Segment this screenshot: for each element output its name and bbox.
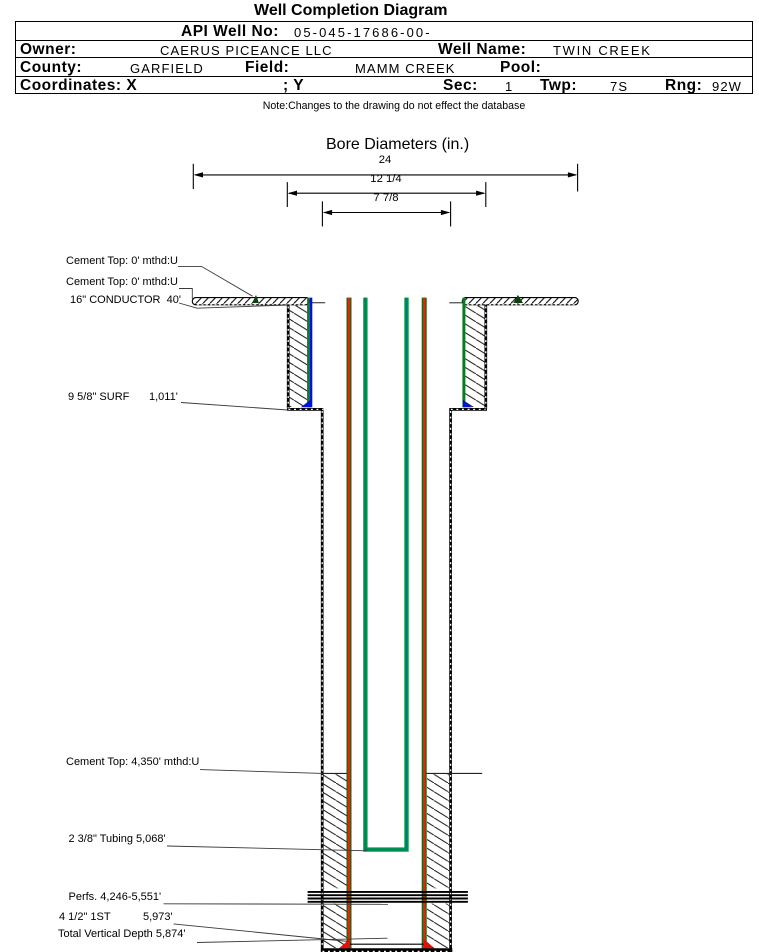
twp-value: 7S (610, 79, 629, 94)
owner-label: Owner: (20, 41, 77, 58)
dim-label-24: 24 (378, 154, 392, 166)
label-tubing: 2 3/8" Tubing 5,068' (68, 832, 166, 845)
table-row-county: County: GARFIELD Field: MAMM CREEK Pool: (16, 58, 752, 77)
dimension-12-1-4 (286, 182, 487, 207)
page-title: Well Completion Diagram (254, 2, 448, 19)
dimension-7-7-8 (321, 201, 452, 227)
surface-shoe-left (300, 399, 312, 408)
field-label: Field: (245, 58, 290, 76)
label-conductor: 16" CONDUCTOR 40' (70, 294, 181, 307)
surface-casing-lines (307, 297, 466, 408)
well-name-label: Well Name: (438, 41, 527, 58)
production-cement-left-upper (323, 773, 347, 889)
table-row-owner: Owner: CAERUS PICEANCE LLC Well Name: TW… (16, 41, 752, 58)
county-label: County: (20, 58, 83, 76)
coordinates-y-label: ; Y (283, 77, 305, 94)
dimension-24 (192, 163, 579, 192)
owner-value: CAERUS PICEANCE LLC (160, 43, 333, 58)
county-value: GARFIELD (130, 60, 204, 76)
label-production-casing: 4 1/2" 1ST (59, 910, 111, 923)
rng-value: 92W (712, 79, 743, 94)
tubing-lines (363, 297, 409, 852)
well-name-value: TWIN CREEK (553, 43, 652, 58)
production-shoe-right (423, 938, 435, 949)
database-note: Note:Changes to the drawing do not effec… (262, 99, 526, 112)
label-cement-top-production: Cement Top: 4,350' mthd:U (66, 755, 200, 768)
label-cement-top-surface: Cement Top: 0' mthd:U (66, 275, 178, 288)
surface-cement-right (465, 304, 485, 407)
cement-top-marker-left (252, 294, 259, 303)
sec-label: Sec: (443, 77, 478, 94)
borehole-walls (286, 304, 488, 952)
production-casing-lines (346, 297, 427, 949)
api-well-no-label: API Well No: (181, 22, 279, 40)
label-surface-casing-depth: 1,011' (149, 390, 178, 403)
bore-diameters-title: Bore Diameters (in.) (326, 136, 470, 153)
pool-label: Pool: (500, 58, 542, 76)
cement-top-marker-right (513, 294, 523, 303)
table-row-api: API Well No: 05-045-17686-00- (16, 22, 752, 41)
api-well-no-value: 05-045-17686-00- (294, 24, 432, 40)
perforation-lines (307, 890, 468, 903)
well-info-table: API Well No: 05-045-17686-00- Owner: CAE… (15, 21, 753, 94)
label-cement-top-conductor: Cement Top: 0' mthd:U (66, 255, 178, 268)
sec-value: 1 (505, 79, 514, 94)
surface-cement-left (289, 304, 308, 407)
label-surface-casing: 9 5/8" SURF (68, 390, 130, 403)
coordinates-label: Coordinates: X (20, 77, 138, 94)
production-cement-left-lower (323, 903, 347, 948)
production-cement-right-upper (427, 773, 450, 889)
table-row-coordinates: Coordinates: X ; Y Sec: 1 Twp: 7S Rng: 9… (16, 77, 752, 94)
dim-label-12-1-4: 12 1/4 (370, 172, 402, 185)
label-production-casing-depth: 5,973' (143, 910, 173, 923)
surface-shoe-right (462, 399, 472, 408)
rng-label: Rng: (665, 77, 703, 94)
leader-lines (163, 265, 389, 943)
dim-label-7-7-8: 7 7/8 (373, 192, 399, 204)
label-total-vertical-depth: Total Vertical Depth 5,874' (58, 928, 186, 941)
production-cement-right-lower (427, 903, 450, 948)
field-value: MAMM CREEK (355, 60, 456, 76)
twp-label: Twp: (540, 77, 578, 94)
label-perfs: Perfs. 4,246-5,551' (68, 891, 162, 903)
